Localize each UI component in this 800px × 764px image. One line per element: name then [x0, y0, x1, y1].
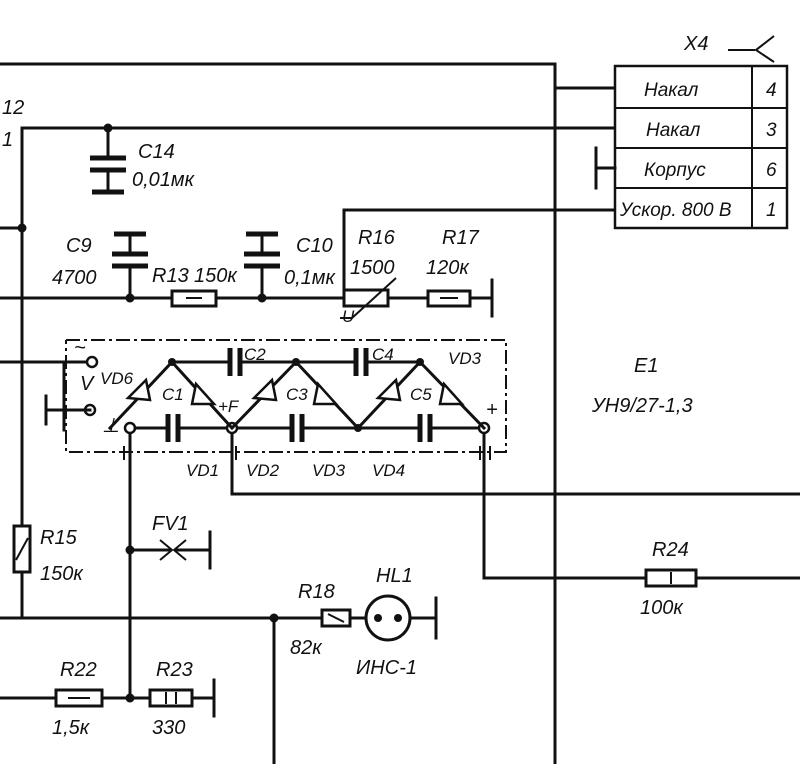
connector-row-pin: 6	[766, 160, 777, 181]
resistor-r15: R15 150к	[12, 524, 84, 585]
component-value: ИНС-1	[356, 657, 417, 679]
component-value: 150к	[194, 265, 238, 287]
component-value: 0,01мк	[132, 169, 196, 191]
diode-icon	[312, 381, 339, 406]
component-value: 150к	[40, 563, 84, 585]
diode-icon	[375, 377, 402, 402]
diode-icon	[438, 381, 465, 406]
resistor-r24: R24 100к	[640, 539, 698, 619]
component-ref: C9	[66, 235, 92, 257]
connector-row-pin: 1	[766, 200, 777, 221]
capacitor-label: C2	[244, 345, 266, 364]
connector-x4: X4 Накал 4 Накал 3 Корпус 6 Ускор. 800 В…	[594, 33, 789, 230]
terminal-label: +F	[218, 397, 240, 416]
component-ref: R16	[358, 227, 396, 249]
edge-label: 1	[2, 129, 13, 151]
connector-label: X4	[683, 33, 708, 55]
capacitor-c9: C9 4700	[52, 231, 148, 300]
capacitor-label: C4	[372, 345, 394, 364]
diode-label: VD3	[448, 349, 482, 368]
component-ref: R13	[152, 265, 189, 287]
terminal-label: V	[80, 373, 95, 395]
diode-icon	[125, 377, 152, 402]
resistor-r22: R22 1,5к	[52, 659, 104, 739]
connector-row-name: Ускор. 800 В	[619, 200, 732, 221]
connector-row-pin: 3	[766, 120, 777, 141]
terminal-label: ~	[74, 337, 86, 359]
connector-row-name: Накал	[644, 80, 699, 101]
capacitor-label: C5	[410, 385, 432, 404]
component-ref: R24	[652, 539, 689, 561]
resistor-r17: R17 120к	[426, 227, 494, 318]
capacitor-c14: C14 0,01мк	[90, 126, 196, 195]
diode-label: VD1	[186, 461, 219, 480]
diode-label: VD6	[100, 369, 134, 388]
diode-icon	[251, 377, 278, 402]
component-ref: FV1	[152, 513, 189, 535]
multiplier-type: УН9/27-1,3	[591, 395, 693, 417]
diode-label: VD2	[246, 461, 280, 480]
multiplier-e1: ~ V ⊥ +F + C1	[44, 337, 693, 480]
component-value: 1,5к	[52, 717, 91, 739]
diode-label: VD4	[372, 461, 405, 480]
terminal-label: +	[486, 399, 498, 421]
component-value: 1500	[350, 257, 395, 279]
component-value: 0,1мк	[284, 267, 337, 289]
component-ref: C14	[138, 141, 175, 163]
multiplier-ref: E1	[634, 355, 658, 377]
resistor-r23: R23 330	[148, 659, 216, 739]
capacitor-label: C1	[162, 385, 184, 404]
component-value: 82к	[290, 637, 323, 659]
component-ref: R15	[40, 527, 78, 549]
resistor-r18: R18 82к	[290, 581, 352, 659]
connector-row-name: Корпус	[644, 160, 706, 181]
component-value: 4700	[52, 267, 97, 289]
component-value: 100к	[640, 597, 684, 619]
edge-label: 12	[2, 97, 24, 119]
spark-gap-fv1: FV1	[146, 513, 212, 570]
component-ref: R22	[60, 659, 97, 681]
component-value: 330	[152, 717, 185, 739]
component-ref: R17	[442, 227, 480, 249]
component-mark: U	[342, 307, 355, 326]
resistor-r13: R13 150к	[152, 265, 238, 308]
capacitor-label: C3	[286, 385, 308, 404]
diode-label: VD3	[312, 461, 346, 480]
capacitor-c10: C10 0,1мк	[244, 231, 337, 300]
component-value: 120к	[426, 257, 470, 279]
component-ref: C10	[296, 235, 333, 257]
varistor-r16: R16 1500 U	[340, 227, 397, 326]
diode-icon	[190, 381, 217, 406]
component-ref: R23	[156, 659, 193, 681]
connector-row-pin: 4	[766, 80, 777, 101]
lamp-hl1: HL1 ИНС-1	[356, 565, 438, 679]
connector-row-name: Накал	[646, 120, 701, 141]
component-ref: HL1	[376, 565, 413, 587]
wires	[0, 62, 800, 764]
component-ref: R18	[298, 581, 335, 603]
